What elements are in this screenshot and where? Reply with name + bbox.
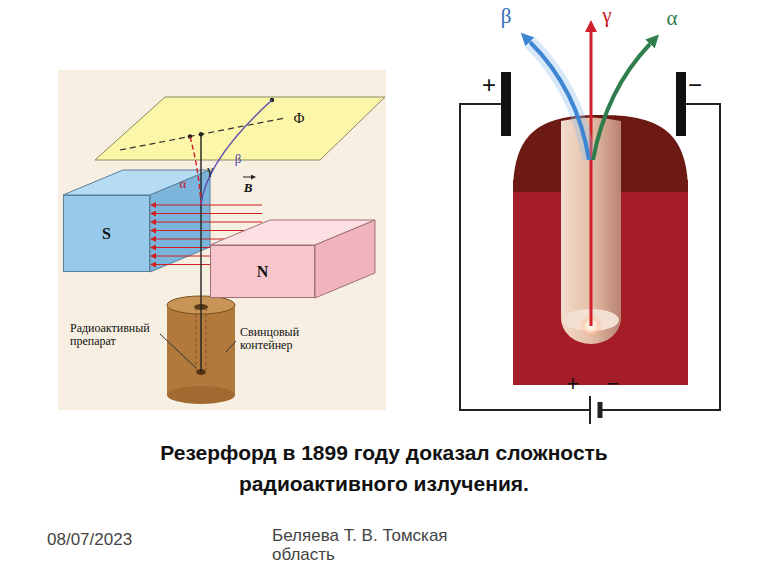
picture-ground: [58, 70, 386, 410]
alpha-ray: [593, 44, 650, 160]
author-footer: Беляева Т. В. Томская область: [272, 527, 508, 564]
ray-label: α: [180, 177, 187, 191]
ray-label: γ: [207, 163, 213, 177]
field-line: [156, 221, 262, 222]
pole-letter: S: [102, 225, 111, 243]
plate-axis: [120, 118, 285, 150]
electric-experiment: [460, 32, 720, 424]
beta-ray: [530, 42, 589, 160]
pole-letter: N: [257, 263, 269, 281]
gamma-ray: [590, 32, 593, 326]
part-label: Свинцовый контейнер: [240, 326, 328, 352]
container-bore: [196, 308, 197, 370]
capacitor-plate: [501, 72, 511, 136]
ray-label: β: [501, 5, 512, 28]
leader-line: [160, 334, 196, 368]
film-label: Ф: [293, 111, 304, 126]
polarity-sign: −: [688, 72, 702, 98]
slide-caption: Резерфорд в 1899 году доказал сложность …: [114, 437, 654, 499]
part-label: Радиоактивный препарат: [70, 322, 162, 348]
field-vector-label: B: [244, 181, 253, 195]
vector-arrow: [243, 177, 251, 178]
polarity-sign: +: [482, 72, 496, 98]
magnet-experiment: [58, 70, 386, 410]
field-line: [156, 204, 262, 205]
polarity-sign: −: [607, 372, 620, 396]
ray-label: α: [666, 7, 677, 30]
leader-line: [226, 341, 236, 352]
battery-plate: [589, 396, 591, 424]
polarity-sign: +: [567, 372, 580, 396]
container-bore: [206, 308, 207, 370]
beta-beam: [201, 100, 272, 205]
alpha-beam: [190, 136, 201, 205]
ray-label: β: [235, 152, 242, 166]
field-line: [156, 213, 262, 214]
date-footer: 08/07/2023: [47, 531, 132, 550]
magnet-face: N: [210, 245, 315, 298]
photo-plate: [95, 97, 385, 160]
battery-plate: [598, 402, 603, 418]
gamma-beam: [200, 134, 201, 372]
magnet-face: S: [63, 195, 150, 272]
magnet-n-side: [315, 220, 375, 298]
ray-label: γ: [602, 4, 611, 27]
container-bottom: [167, 386, 235, 404]
beta-glow: [530, 42, 589, 160]
capacitor-plate: [676, 72, 686, 136]
